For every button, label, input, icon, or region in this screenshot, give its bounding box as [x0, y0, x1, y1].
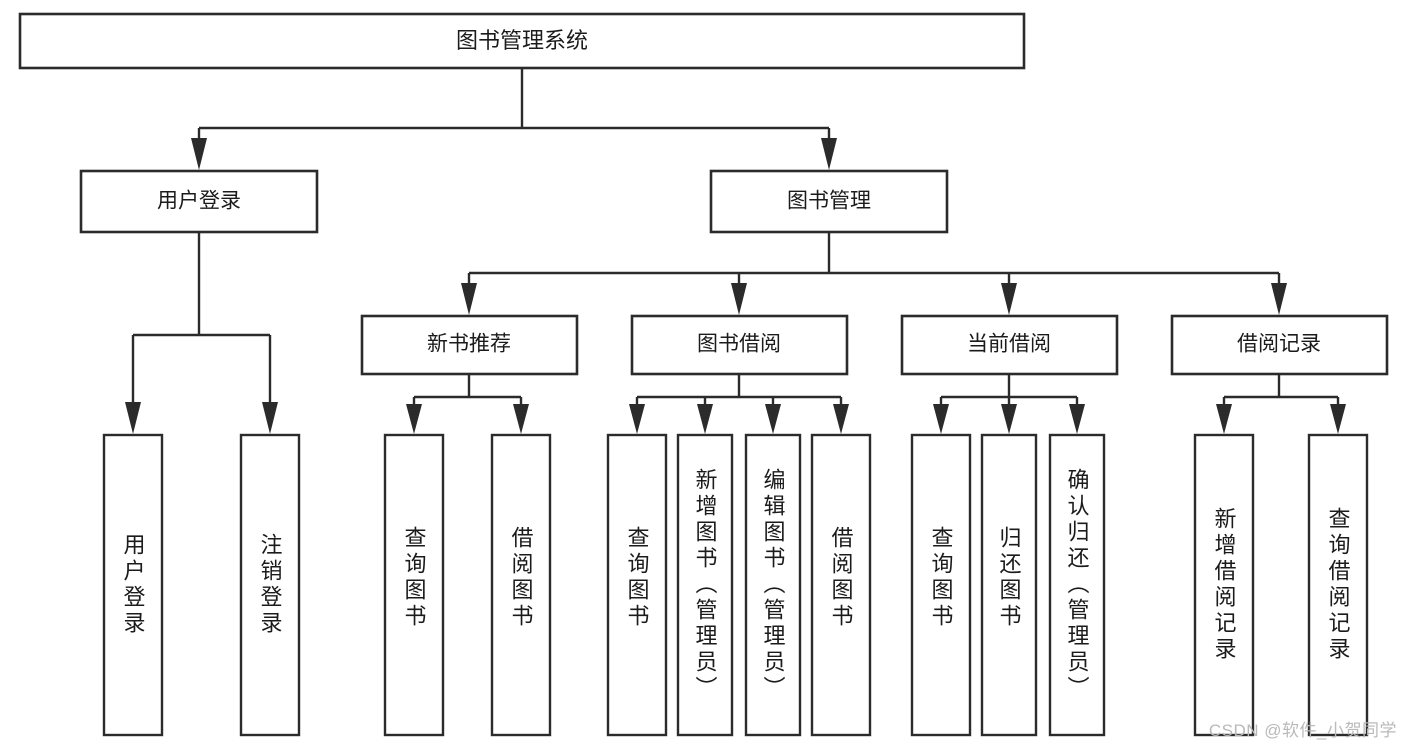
node-borrow-record-label: 借阅记录 [1237, 333, 1321, 356]
arrow-to-leaf-borrow-book-2 [833, 404, 849, 434]
leaf-query-book-2-box[interactable] [606, 433, 668, 737]
node-new-book-recommend-box[interactable] [360, 314, 579, 376]
leaf-query-record-box[interactable] [1307, 433, 1369, 737]
leaf-return-book-label: 归还图书 [997, 526, 1022, 630]
leaf-query-book-3-box[interactable] [910, 433, 972, 737]
leaf-borrow-book-1[interactable]: 借阅图书 [490, 433, 552, 737]
node-book-manage[interactable]: 图书管理 [709, 169, 949, 234]
node-book-manage-box[interactable] [709, 169, 949, 234]
node-new-book-recommend[interactable]: 新书推荐 [360, 314, 579, 376]
leaf-add-book[interactable]: 新增图书（管理员） [676, 433, 734, 737]
leaf-query-record-label: 查询借阅记录 [1326, 507, 1351, 663]
leaf-query-book-3-label: 查询图书 [929, 526, 954, 630]
leaf-borrow-book-1-label: 借阅图书 [509, 526, 534, 630]
arrow-to-leaf-add-book [697, 404, 713, 434]
leaf-logout-login-box[interactable] [239, 433, 301, 737]
node-borrow-record[interactable]: 借阅记录 [1170, 314, 1389, 376]
arrow-to-leaf-query-book-2 [629, 404, 645, 434]
node-root-label: 图书管理系统 [456, 28, 588, 53]
node-user-login[interactable]: 用户登录 [79, 169, 319, 234]
leaf-user-login[interactable]: 用户登录 [102, 433, 164, 737]
leaf-query-book-3[interactable]: 查询图书 [910, 433, 972, 737]
leaf-logout-login-label: 注销登录 [258, 533, 283, 637]
leaf-logout-login[interactable]: 注销登录 [239, 433, 301, 737]
leaf-query-book-1[interactable]: 查询图书 [383, 433, 445, 737]
leaf-return-book[interactable]: 归还图书 [980, 433, 1038, 737]
node-root-box[interactable] [18, 12, 1026, 70]
leaf-confirm-return-box[interactable] [1048, 433, 1106, 737]
csdn-watermark: CSDN @软件_小贺同学 [1208, 721, 1397, 740]
leaf-user-login-label: 用户登录 [121, 533, 146, 637]
leaf-query-book-1-label: 查询图书 [402, 526, 427, 630]
leaf-query-book-2-label: 查询图书 [625, 526, 650, 630]
leaf-add-record-box[interactable] [1193, 433, 1255, 737]
node-current-borrow-box[interactable] [900, 314, 1119, 376]
node-book-manage-label: 图书管理 [787, 190, 871, 213]
arrow-to-leaf-user-login [125, 402, 141, 434]
leaf-borrow-book-2-label: 借阅图书 [829, 526, 854, 630]
leaf-add-book-label: 新增图书（管理员） [693, 468, 718, 702]
leaf-borrow-book-2-box[interactable] [810, 433, 872, 737]
node-book-borrow-label: 图书借阅 [697, 333, 781, 356]
node-book-borrow-box[interactable] [630, 314, 849, 376]
arrow-to-leaf-add-record [1216, 404, 1232, 434]
arrow-to-leaf-edit-book [765, 404, 781, 434]
arrow-to-book-manage [821, 138, 837, 170]
arrow-to-leaf-query-book-1 [406, 404, 422, 434]
leaf-edit-book-box[interactable] [744, 433, 802, 737]
node-user-login-label: 用户登录 [157, 190, 241, 213]
arrow-to-leaf-logout-login [262, 402, 278, 434]
arrow-to-leaf-query-book-3 [933, 404, 949, 434]
leaf-borrow-book-2[interactable]: 借阅图书 [810, 433, 872, 737]
leaf-query-book-1-box[interactable] [383, 433, 445, 737]
arrow-to-leaf-return-book [1001, 404, 1017, 434]
leaf-add-book-box[interactable] [676, 433, 734, 737]
leaf-confirm-return[interactable]: 确认归还（管理员） [1048, 433, 1106, 737]
leaf-return-book-box[interactable] [980, 433, 1038, 737]
arrow-to-borrow-record [1271, 283, 1287, 315]
leaf-query-record[interactable]: 查询借阅记录 [1307, 433, 1369, 737]
leaf-borrow-book-1-box[interactable] [490, 433, 552, 737]
arrow-to-leaf-confirm-return [1069, 404, 1085, 434]
node-root[interactable]: 图书管理系统 [18, 12, 1026, 70]
leaf-user-login-box[interactable] [102, 433, 164, 737]
leaf-edit-book-label: 编辑图书（管理员） [761, 468, 786, 702]
connectors [125, 68, 1346, 434]
node-current-borrow-label: 当前借阅 [967, 333, 1051, 356]
arrow-to-leaf-query-record [1330, 404, 1346, 434]
node-book-borrow[interactable]: 图书借阅 [630, 314, 849, 376]
node-new-book-recommend-label: 新书推荐 [427, 333, 511, 356]
arrow-to-user-login [191, 138, 207, 170]
leaf-add-record[interactable]: 新增借阅记录 [1193, 433, 1255, 737]
node-user-login-box[interactable] [79, 169, 319, 234]
leaf-add-record-label: 新增借阅记录 [1212, 507, 1237, 663]
arrow-to-leaf-borrow-book-1 [513, 404, 529, 434]
arrow-to-book-borrow [731, 283, 747, 315]
node-borrow-record-box[interactable] [1170, 314, 1389, 376]
arrow-to-new-book-recommend [461, 283, 477, 315]
arrow-to-current-borrow [1001, 283, 1017, 315]
leaf-query-book-2[interactable]: 查询图书 [606, 433, 668, 737]
leaf-edit-book[interactable]: 编辑图书（管理员） [744, 433, 802, 737]
leaf-confirm-return-label: 确认归还（管理员） [1065, 468, 1090, 702]
node-current-borrow[interactable]: 当前借阅 [900, 314, 1119, 376]
